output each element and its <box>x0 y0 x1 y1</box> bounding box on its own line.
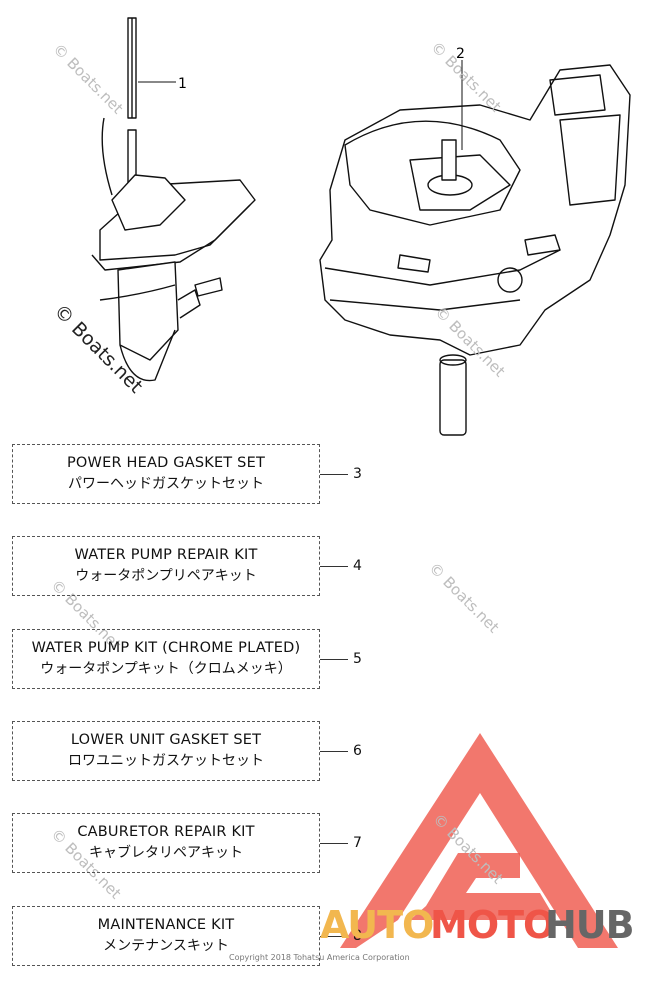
kit-name-japanese: ロワユニットガスケットセット <box>68 753 264 769</box>
callout-number-8: 8 <box>353 928 362 944</box>
callout-number-7: 7 <box>353 835 362 851</box>
kit-box-water-pump-kit-chrome: WATER PUMP KIT (CHROME PLATED) ウォータポンプキッ… <box>12 629 320 689</box>
kit-name-english: MAINTENANCE KIT <box>97 917 235 933</box>
callout-number-5: 5 <box>353 651 362 667</box>
kit-name-english: POWER HEAD GASKET SET <box>66 455 266 471</box>
kit-box-water-pump-repair-kit: WATER PUMP REPAIR KIT ウォータポンプリペアキット <box>12 536 320 596</box>
kit-name-japanese: メンテナンスキット <box>103 938 229 954</box>
kit-box-power-head-gasket-set: POWER HEAD GASKET SET パワーヘッドガスケットセット <box>12 444 320 504</box>
callout-number-2: 2 <box>456 46 465 62</box>
lower-unit-drawing <box>91 17 256 382</box>
brand-text-hub: HUB <box>545 903 635 947</box>
callout-number-3: 3 <box>353 466 362 482</box>
leader-line-6 <box>320 751 348 752</box>
kit-name-english: WATER PUMP KIT (CHROME PLATED) <box>31 640 301 656</box>
leader-line-7 <box>320 843 348 844</box>
leader-line-3 <box>320 474 348 475</box>
brand-text-moto: MOTO <box>430 903 555 947</box>
kit-name-english: WATER PUMP REPAIR KIT <box>74 547 258 563</box>
power-head-drawing <box>319 64 631 436</box>
copyright-text: Copyright 2018 Tohatsu America Corporati… <box>229 953 410 962</box>
automotohub-logo-triangle <box>340 733 618 948</box>
kit-box-maintenance-kit: MAINTENANCE KIT メンテナンスキット <box>12 906 320 966</box>
leader-line-4 <box>320 566 348 567</box>
kit-name-english: LOWER UNIT GASKET SET <box>70 732 262 748</box>
callout-number-1: 1 <box>178 76 187 92</box>
kit-name-english: CABURETOR REPAIR KIT <box>77 824 255 840</box>
kit-name-japanese: パワーヘッドガスケットセット <box>68 476 264 492</box>
kit-name-japanese: ウォータポンプリペアキット <box>75 568 257 584</box>
kit-box-caburetor-repair-kit: CABURETOR REPAIR KIT キャブレタリペアキット <box>12 813 320 873</box>
callout-number-4: 4 <box>353 558 362 574</box>
leader-line-5 <box>320 659 348 660</box>
leader-line-8 <box>320 936 348 937</box>
brand-text-auto: AUTO <box>320 903 434 947</box>
callout-number-6: 6 <box>353 743 362 759</box>
kit-box-lower-unit-gasket-set: LOWER UNIT GASKET SET ロワユニットガスケットセット <box>12 721 320 781</box>
kit-name-japanese: キャブレタリペアキット <box>89 845 243 861</box>
kit-name-japanese: ウォータポンプキット（クロムメッキ） <box>40 661 292 677</box>
